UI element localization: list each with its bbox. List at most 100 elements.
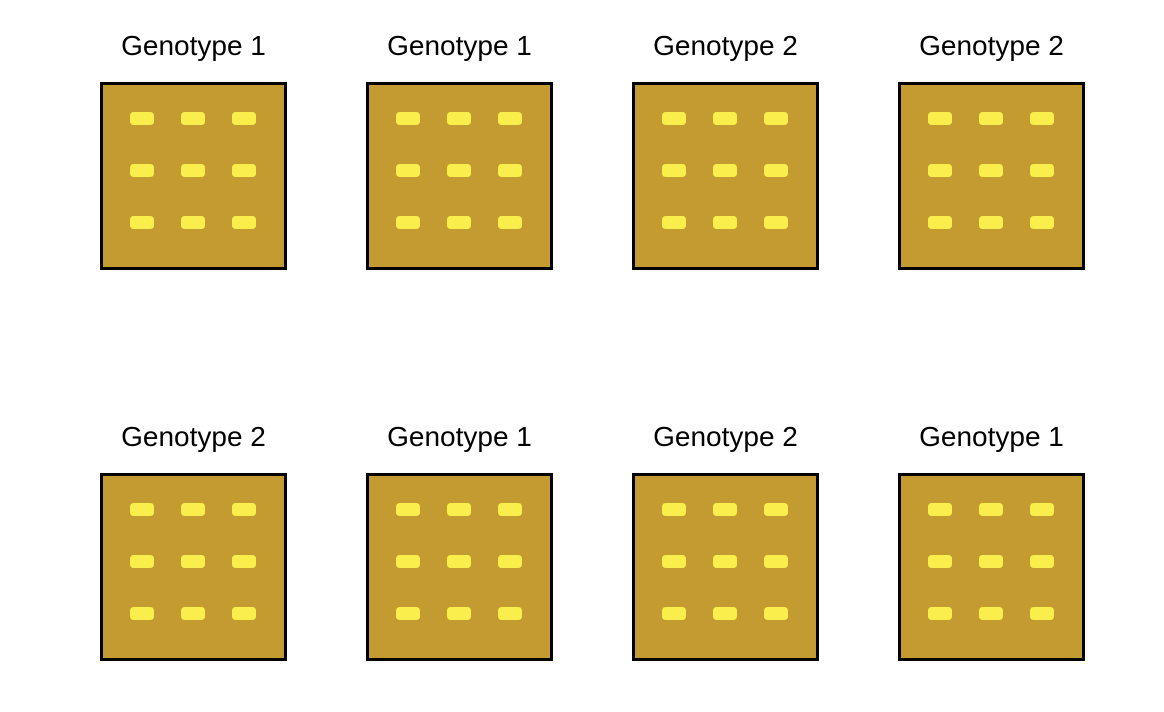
plot-1: Genotype 1 — [100, 28, 287, 270]
seed — [447, 164, 471, 177]
seed — [979, 216, 1003, 229]
seed — [713, 555, 737, 568]
seed — [181, 503, 205, 516]
seed — [130, 503, 154, 516]
seed — [1030, 607, 1054, 620]
seed — [232, 555, 256, 568]
seed — [928, 216, 952, 229]
seed — [713, 503, 737, 516]
seed — [928, 164, 952, 177]
seed — [181, 112, 205, 125]
seed — [713, 607, 737, 620]
plot-5: Genotype 2 — [100, 419, 287, 661]
seed — [232, 503, 256, 516]
seed — [396, 216, 420, 229]
seed — [130, 112, 154, 125]
seed — [1030, 216, 1054, 229]
tray — [366, 82, 553, 270]
seed — [396, 164, 420, 177]
plot-6: Genotype 1 — [366, 419, 553, 661]
seed — [1030, 555, 1054, 568]
seed — [232, 112, 256, 125]
tray — [898, 473, 1085, 661]
plot-title: Genotype 2 — [653, 30, 798, 61]
plot-title: Genotype 1 — [387, 421, 532, 452]
seed — [764, 216, 788, 229]
seed — [447, 555, 471, 568]
seed — [130, 607, 154, 620]
seed — [1030, 112, 1054, 125]
tray — [366, 473, 553, 661]
seed — [181, 555, 205, 568]
seed — [498, 555, 522, 568]
seed — [928, 555, 952, 568]
seed-grid — [635, 85, 816, 267]
seed — [447, 607, 471, 620]
seed — [713, 112, 737, 125]
seed — [498, 112, 522, 125]
plot-2: Genotype 1 — [366, 28, 553, 270]
seed — [713, 216, 737, 229]
seed — [662, 164, 686, 177]
plot-title: Genotype 2 — [653, 421, 798, 452]
seed — [662, 503, 686, 516]
seed — [979, 503, 1003, 516]
seed — [928, 607, 952, 620]
seed-grid — [103, 476, 284, 658]
tray — [898, 82, 1085, 270]
seed — [662, 216, 686, 229]
tray — [100, 82, 287, 270]
seed — [928, 503, 952, 516]
plot-grid: Genotype 1 Genotype 1 Genotype 2 Genotyp… — [100, 28, 1085, 661]
seed — [979, 164, 1003, 177]
seed — [498, 216, 522, 229]
seed — [396, 555, 420, 568]
seed-grid — [635, 476, 816, 658]
seed — [764, 164, 788, 177]
seed — [130, 164, 154, 177]
seed — [979, 555, 1003, 568]
plot-title: Genotype 1 — [387, 30, 532, 61]
seed — [764, 555, 788, 568]
seed — [181, 164, 205, 177]
tray — [632, 473, 819, 661]
seed-grid — [901, 85, 1082, 267]
seed — [396, 607, 420, 620]
seed — [181, 607, 205, 620]
seed — [928, 112, 952, 125]
seed — [498, 607, 522, 620]
tray — [100, 473, 287, 661]
seed — [396, 112, 420, 125]
plot-8: Genotype 1 — [898, 419, 1085, 661]
seed-grid — [369, 476, 550, 658]
seed — [130, 555, 154, 568]
seed — [232, 607, 256, 620]
seed — [232, 216, 256, 229]
seed — [713, 164, 737, 177]
plot-title: Genotype 1 — [919, 421, 1064, 452]
seed — [181, 216, 205, 229]
seed-grid — [369, 85, 550, 267]
seed — [498, 503, 522, 516]
seed-grid — [901, 476, 1082, 658]
seed — [447, 503, 471, 516]
plot-title: Genotype 2 — [919, 30, 1064, 61]
seed — [662, 112, 686, 125]
plot-3: Genotype 2 — [632, 28, 819, 270]
seed-grid — [103, 85, 284, 267]
seed — [447, 216, 471, 229]
seed — [764, 503, 788, 516]
seed — [662, 555, 686, 568]
seed — [1030, 503, 1054, 516]
seed — [447, 112, 471, 125]
seed — [764, 607, 788, 620]
seed — [979, 607, 1003, 620]
seed — [498, 164, 522, 177]
seed — [979, 112, 1003, 125]
plot-4: Genotype 2 — [898, 28, 1085, 270]
seed — [764, 112, 788, 125]
tray — [632, 82, 819, 270]
plot-title: Genotype 1 — [121, 30, 266, 61]
seed — [662, 607, 686, 620]
